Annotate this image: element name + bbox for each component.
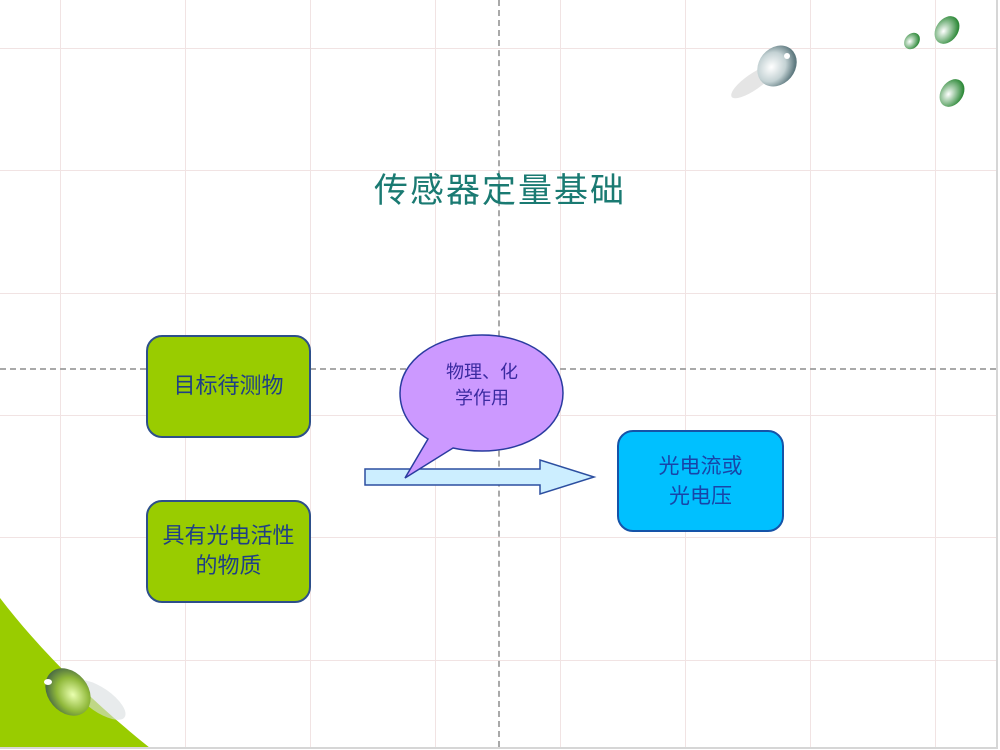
node-label: 目标待测物 [173,373,284,399]
node-photocurrent-output: 光电流或 光电压 [617,430,784,532]
node-label-line2: 的物质 [195,553,262,579]
water-drop-icon [939,79,965,107]
node-label-line2: 光电压 [669,484,732,508]
node-label-line1: 具有光电活性 [162,523,295,549]
slide-title: 传感器定量基础 [374,171,626,211]
node-label-line1: 光电流或 [658,454,743,478]
water-drop-icon [904,32,920,50]
corner-green-swoosh [0,598,149,747]
water-drop-icon [731,45,797,99]
water-drop-icon [44,668,126,720]
callout-line1: 物理、化 [446,362,518,383]
callout-text: 物理、化 学作用 [412,360,552,412]
node-photoactive-material: 具有光电活性 的物质 [146,500,311,603]
callout-line2: 学作用 [455,388,509,409]
right-arrow-icon [364,458,597,496]
node-target-analyte: 目标待测物 [146,335,311,438]
water-drop-icon [934,16,960,44]
callout-bubble [399,334,564,479]
